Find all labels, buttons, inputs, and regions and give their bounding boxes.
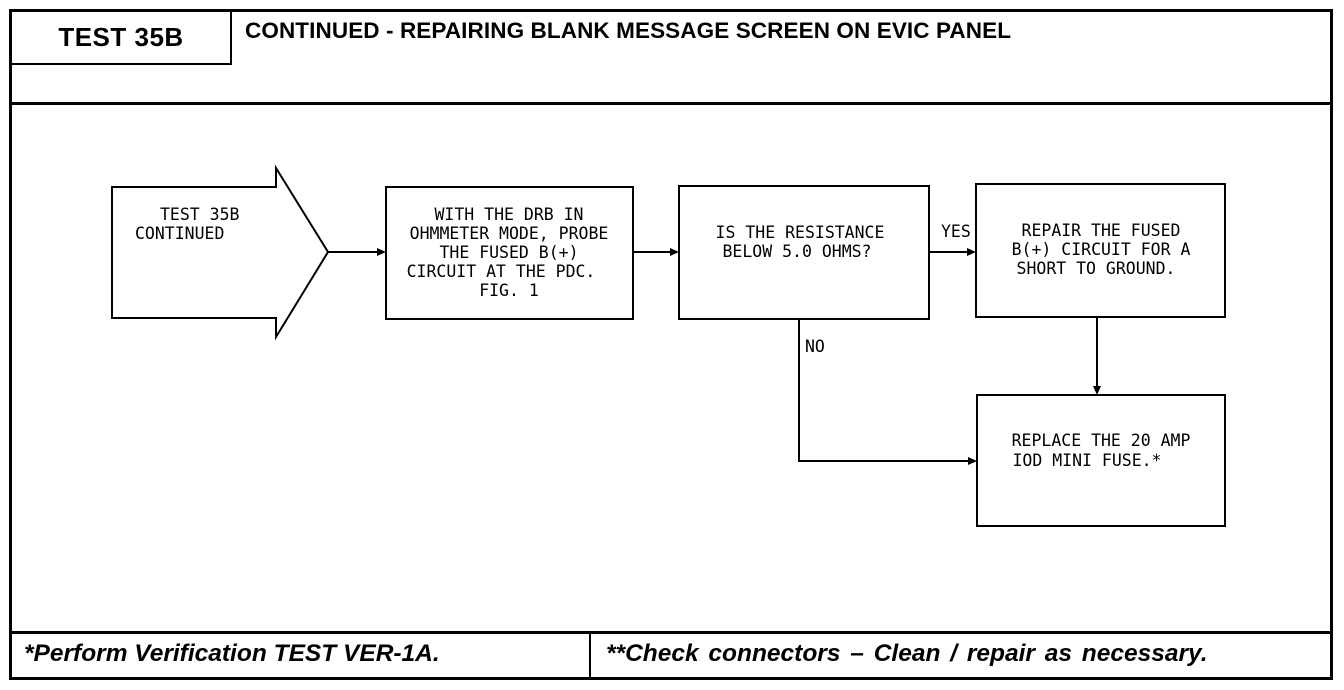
arrowhead-yes bbox=[967, 248, 976, 256]
final-action-text-line-1: REPLACE THE 20 AMP bbox=[1012, 431, 1191, 450]
step1-text-line-5: FIG. 1 bbox=[479, 281, 539, 300]
arrowhead-decision bbox=[670, 248, 679, 256]
page-frame bbox=[9, 9, 1333, 680]
header-bar bbox=[9, 9, 1333, 105]
step1-text-line-3: THE FUSED B(+) bbox=[439, 243, 578, 262]
yes-action-text-line-1: REPAIR THE FUSED bbox=[1022, 221, 1181, 240]
arrowhead-final-top bbox=[1093, 386, 1101, 395]
footer-bar bbox=[9, 631, 1333, 680]
no-label: NO bbox=[805, 337, 825, 356]
connector-no bbox=[798, 319, 969, 462]
decision-text-line-2: BELOW 5.0 OHMS? bbox=[722, 242, 871, 261]
test-label: TEST 35B bbox=[12, 12, 232, 65]
footer-connectors-note: **Check connectors – Clean / repair as n… bbox=[606, 640, 1208, 667]
step1-text-line-4: CIRCUIT AT THE PDC. bbox=[407, 262, 596, 281]
yes-action-box bbox=[975, 183, 1226, 318]
final-action-box bbox=[976, 394, 1226, 527]
page-title: CONTINUED - REPAIRING BLANK MESSAGE SCRE… bbox=[245, 18, 1012, 43]
step1-box bbox=[385, 186, 634, 320]
final-action-text-line-2: IOD MINI FUSE.* bbox=[1012, 451, 1161, 470]
step1-text-line-1: WITH THE DRB IN bbox=[434, 205, 583, 224]
decision-text-line-1: IS THE RESISTANCE bbox=[716, 223, 885, 242]
footer-verification-note: *Perform Verification TEST VER-1A. bbox=[24, 640, 440, 667]
step1-text-line-2: OHMMETER MODE, PROBE bbox=[410, 224, 609, 243]
yes-action-text-line-2: B(+) CIRCUIT FOR A bbox=[1012, 240, 1191, 259]
yes-label: YES bbox=[941, 222, 971, 241]
start-text-line-1: TEST 35B bbox=[160, 205, 240, 224]
footer-divider bbox=[589, 631, 591, 680]
arrowhead-step1 bbox=[377, 248, 386, 256]
arrowhead-final-left bbox=[968, 457, 977, 465]
start-arrow-shape bbox=[111, 164, 330, 341]
start-text-line-2: CONTINUED bbox=[135, 224, 224, 243]
yes-action-text-line-3: SHORT TO GROUND. bbox=[1017, 259, 1176, 278]
